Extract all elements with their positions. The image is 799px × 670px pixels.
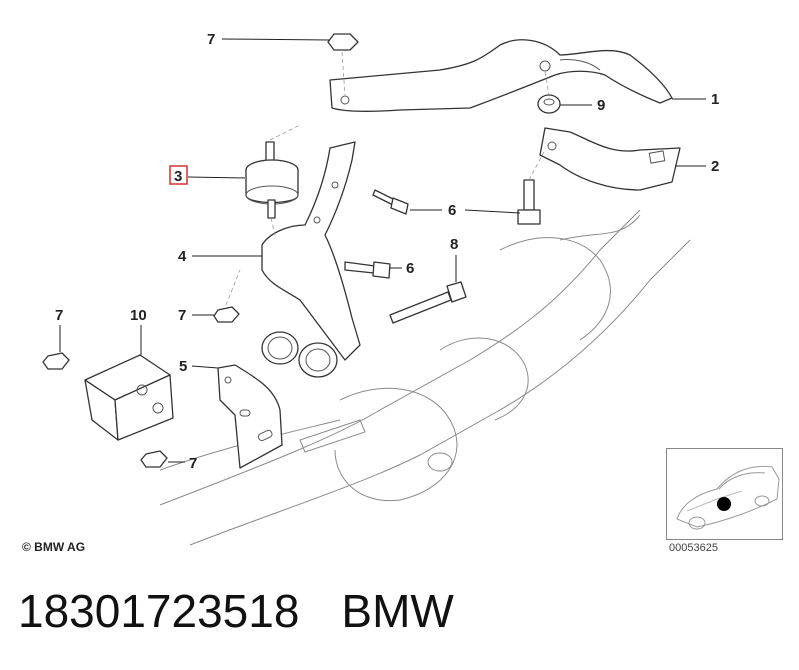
callout-1: 1 <box>711 91 719 108</box>
callout-2: 2 <box>711 158 719 175</box>
location-marker-icon <box>717 497 731 511</box>
diagram-reference-code: 00053625 <box>669 542 718 554</box>
exhaust-pipe-background <box>159 209 691 546</box>
callout-7: 7 <box>178 307 186 324</box>
part-7-nut-bottom <box>140 450 168 468</box>
footer-caption: 18301723518 BMW <box>18 584 454 638</box>
callout-10: 10 <box>130 307 147 324</box>
part-3-rubber-mount <box>245 141 299 219</box>
callout-6: 6 <box>406 260 414 277</box>
callout-3-highlight-box <box>169 165 188 185</box>
part-4-support-bracket <box>261 141 361 378</box>
part-7-nut-left <box>42 352 70 370</box>
callout-4: 4 <box>178 248 187 265</box>
assembly-lines <box>225 51 550 306</box>
car-outline-icon <box>676 465 780 530</box>
part-6-bolt-upper <box>372 189 409 215</box>
callout-9: 9 <box>597 97 605 114</box>
callout-5: 5 <box>179 358 187 375</box>
part-2-lower-bracket <box>539 127 681 191</box>
callout-3: 3 <box>174 168 182 185</box>
part-6-vertical-bolt <box>517 179 541 225</box>
copyright-text: © BMW AG <box>22 540 86 554</box>
part-number: 18301723518 <box>18 585 300 637</box>
part-5-small-bracket <box>217 364 283 469</box>
callout-6: 6 <box>448 202 456 219</box>
brand-name: BMW <box>341 585 454 637</box>
callout-8: 8 <box>450 236 458 253</box>
part-7-nut-middle <box>213 306 240 323</box>
callout-7: 7 <box>207 31 215 48</box>
part-7-nut-top <box>327 33 359 51</box>
vehicle-location-inset <box>666 448 783 540</box>
part-8-long-bolt <box>389 281 467 324</box>
part-1-upper-bracket <box>329 39 673 112</box>
callout-7: 7 <box>55 307 63 324</box>
part-10-rubber-block <box>84 354 174 441</box>
leader-lines <box>59 38 706 463</box>
part-9-washer <box>537 94 561 114</box>
callout-7: 7 <box>189 455 197 472</box>
part-6-bolt-lower <box>344 261 391 279</box>
callout-labels: 7 1 9 2 3 6 4 8 6 7 10 7 5 7 <box>55 31 719 472</box>
